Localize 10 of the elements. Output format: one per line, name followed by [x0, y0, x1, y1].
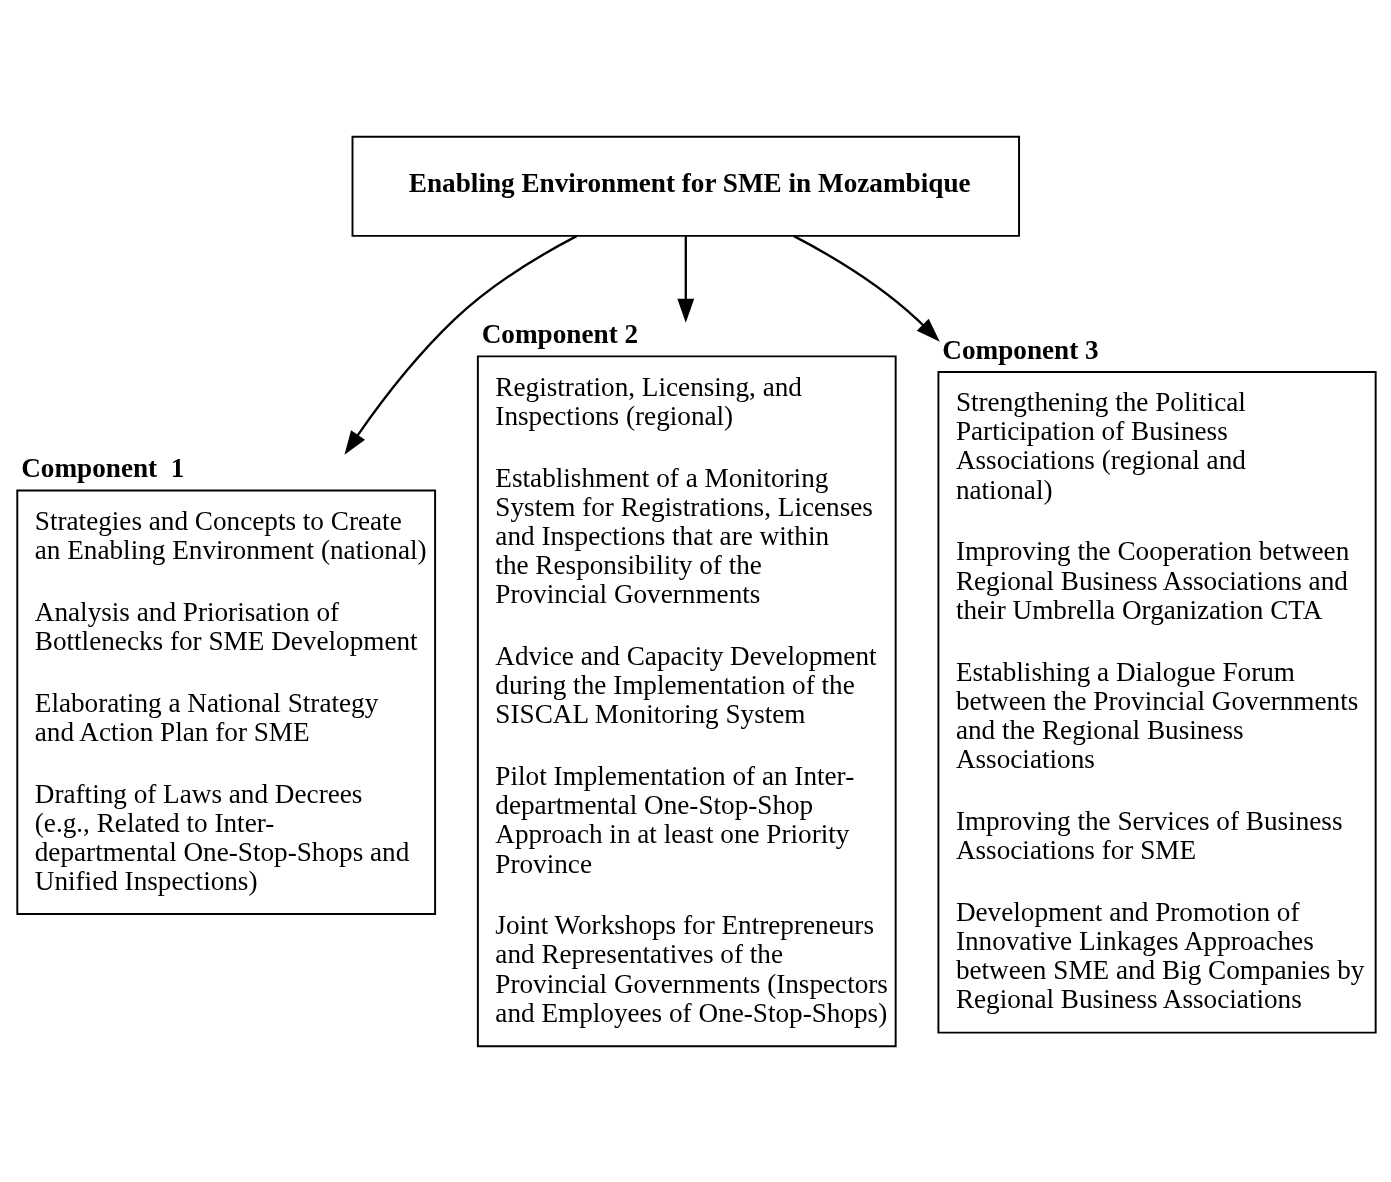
arrow: [677, 235, 695, 323]
node-box: Enabling Environment for SME in Mozambique: [351, 135, 1021, 237]
arrow: [344, 234, 578, 455]
node-label: Component 2: [481, 318, 639, 349]
node-box: Strategies and Concepts to Create an Enabling Environment (national) Analysis and Priorisation of Bottlenecks for SME Development Elaborating a National Strategy and Action Plan for SME Drafting of Laws and Decrees (e.g., Related to Inter-departmental One-Stop-Shops and Unified Inspections): [16, 488, 437, 915]
node-box: Registration, Licensing, and Inspections (regional) Establishment of a Monitoring System for Registrations, Licenses and Inspections that are within the Responsibility of the Provincial Governments Advice and Capacity Development during the Implementation of the SISCAL Monitoring System Pilot Implementation of an Inter-departmental One-Stop-Shop Approach in at least one Priority Province Joint Workshops for Entrepreneurs and Representatives of the Provincial Governments (Inspectors and Employees of One-Stop-Shops): [476, 354, 897, 1047]
node-label: Component 3: [942, 334, 1099, 365]
arrow: [792, 234, 940, 342]
node-box: Strengthening the Political Participation of Business Associations (regional and national) Improving the Cooperation between Regional Business Associations and their Umbrella Organization CTA Establishing a Dialogue Forum between the Provincial Governments and the Regional Business Associations Improving the Services of Business Associations for SME Development and Promotion of Innovative Linkages Approaches between SME and Big Companies by Regional Business Associations: [937, 370, 1377, 1034]
node-label: Component 1: [21, 452, 185, 483]
